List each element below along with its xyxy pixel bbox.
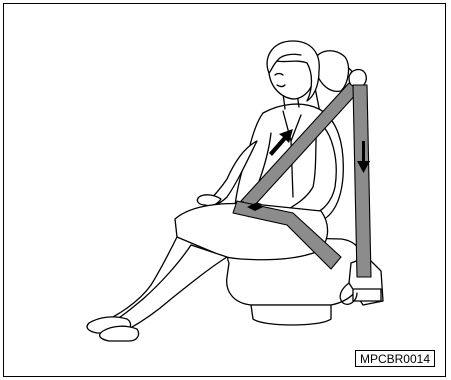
figure-reference-code: MPCBR0014 [355, 350, 435, 367]
seat-base [251, 305, 331, 325]
figure-frame: MPCBR0014 [3, 3, 446, 377]
seatbelt-illustration [4, 4, 447, 378]
